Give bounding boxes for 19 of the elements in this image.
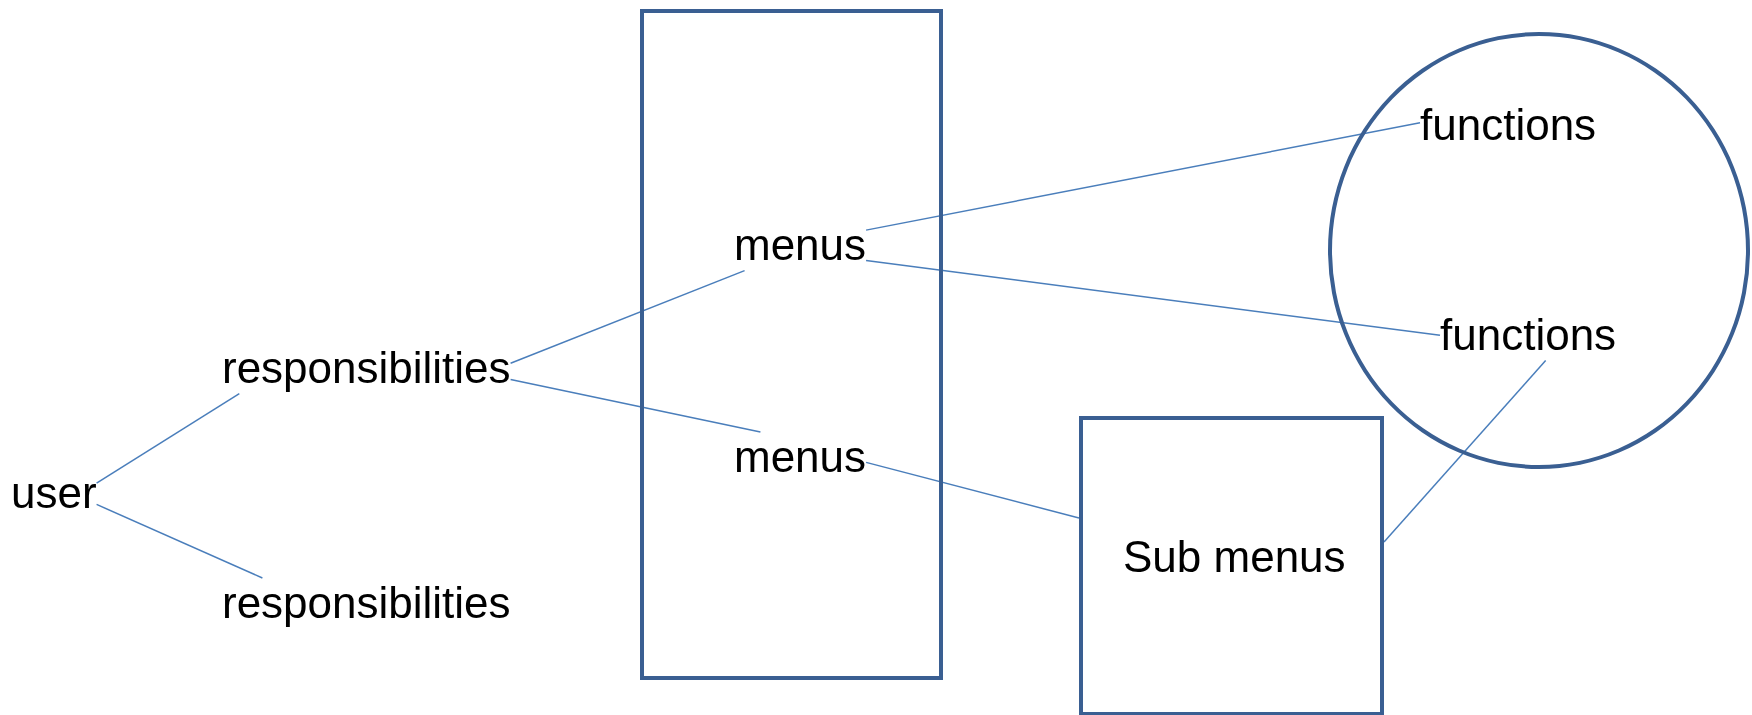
rectangle-outline: [640, 9, 943, 680]
node-label: functions: [1440, 310, 1617, 361]
connector-line: [95, 392, 241, 484]
rectangle-outline: [1079, 416, 1384, 715]
connector-line: [509, 378, 762, 433]
connector-line: [509, 269, 746, 364]
circle-outline: [1328, 32, 1750, 469]
node-label: responsibilities: [222, 343, 511, 394]
node-label: user: [11, 468, 97, 519]
connector-line: [95, 503, 264, 579]
connector-line: [865, 259, 1441, 337]
node-label: menus: [734, 220, 867, 271]
connector-line: [865, 461, 1080, 519]
submenu-label: Sub menus: [1123, 532, 1346, 583]
node-label: functions: [1420, 100, 1597, 151]
node-label: responsibilities: [222, 578, 511, 629]
connector-line: [865, 122, 1421, 231]
node-label: menus: [734, 432, 867, 483]
connector-line: [1383, 359, 1547, 543]
